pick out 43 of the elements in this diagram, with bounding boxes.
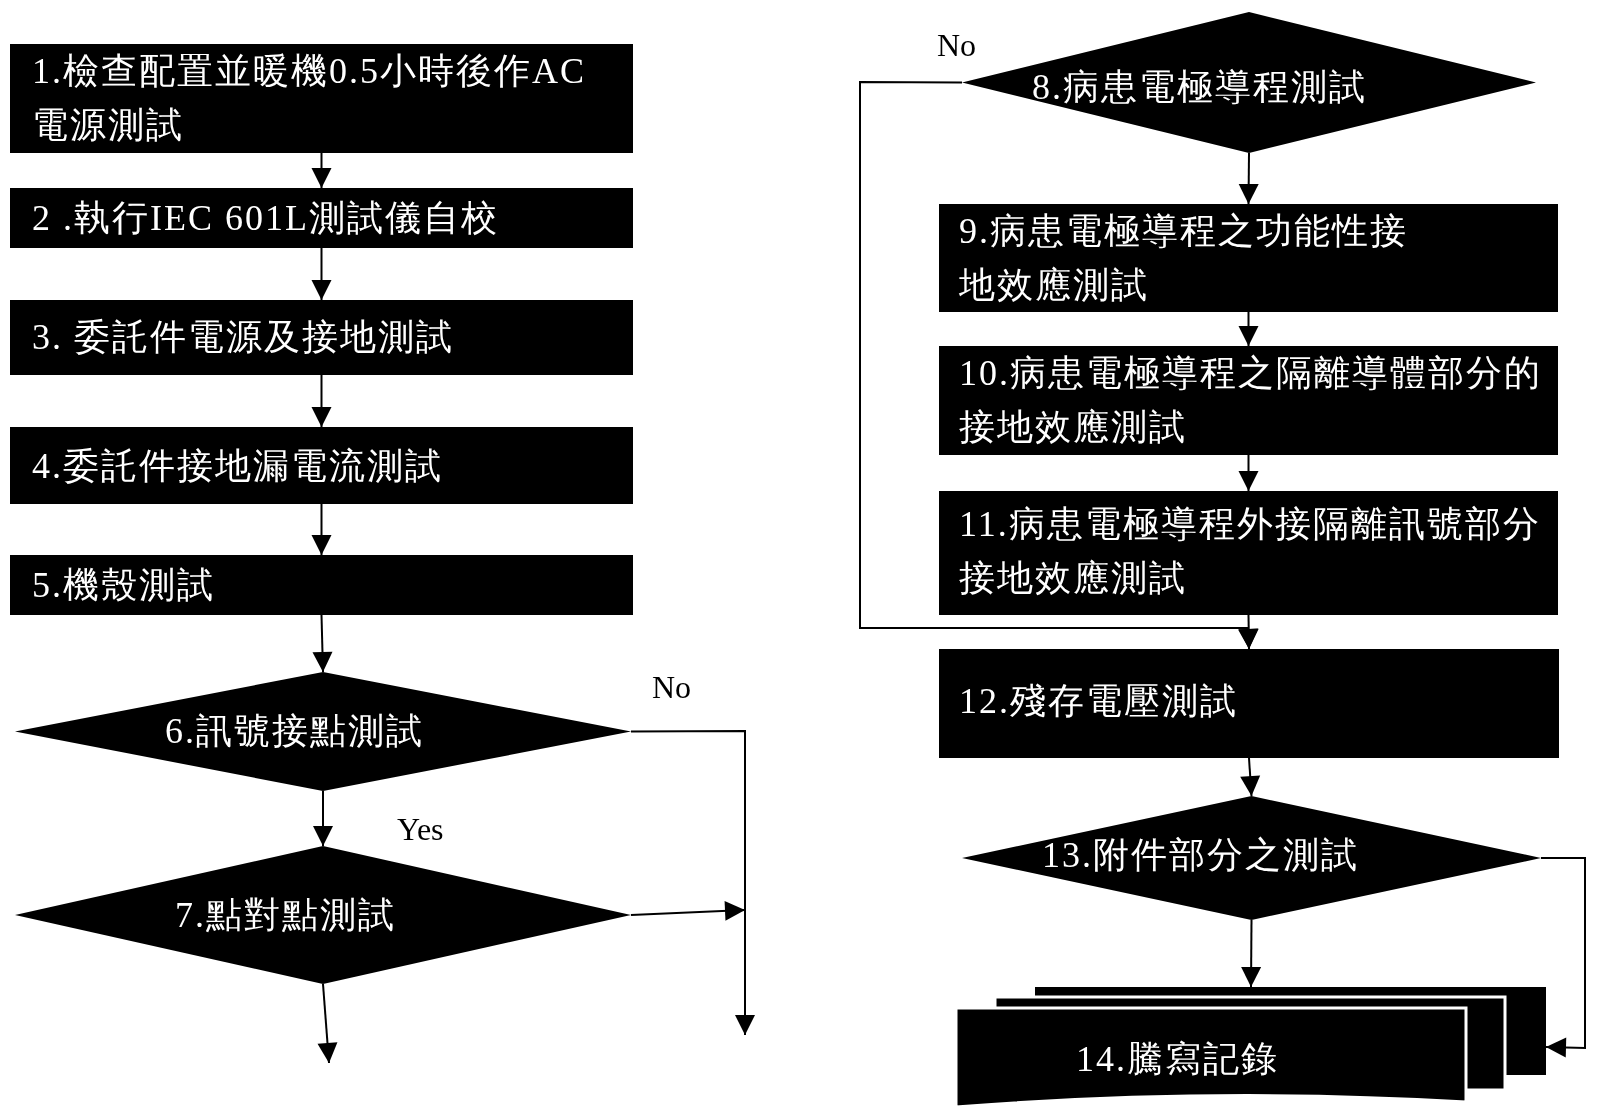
step-text: 5.機殼測試: [32, 564, 216, 607]
arrow: [630, 730, 755, 1036]
step-text: 7.點對點測試: [175, 894, 397, 937]
process-box: [939, 204, 1558, 312]
step-text: 2 .執行IEC 601L測試儀自校: [32, 197, 500, 240]
step-text: 13.附件部分之測試: [1042, 834, 1360, 877]
arrow: [1238, 454, 1259, 492]
process-box: [939, 649, 1559, 758]
arrow: [317, 983, 338, 1064]
step-text: 1.檢查配置並暖機0.5小時後作AC電源測試: [32, 50, 587, 147]
arrow: [311, 247, 332, 301]
arrow: [630, 900, 746, 921]
decision-diamond: [962, 796, 1541, 920]
step-text: 14.騰寫記錄: [1076, 1038, 1280, 1081]
arrow: [312, 614, 333, 673]
step-text: 10.病患電極導程之隔離導體部分的接地效應測試: [959, 352, 1543, 449]
arrow: [1241, 919, 1262, 988]
step-text: 9.病患電極導程之功能性接地效應測試: [959, 210, 1409, 307]
step-text: 4.委託件接地漏電流測試: [32, 445, 444, 488]
process-box: [10, 44, 633, 153]
process-box: [10, 188, 633, 248]
arrow: [313, 790, 333, 847]
arrow: [1238, 152, 1259, 205]
arrow: [859, 81, 1259, 650]
process-box: [10, 300, 633, 375]
arrow: [1238, 311, 1259, 347]
decision-diamond: [15, 846, 631, 984]
process-box: [10, 427, 633, 504]
arrow: [311, 374, 332, 428]
process-box: [939, 346, 1558, 455]
step-text: 6.訊號接點測試: [165, 710, 425, 753]
step-text: 3. 委託件電源及接地測試: [32, 316, 455, 359]
document-stack: [956, 987, 1546, 1107]
arrow: [1540, 857, 1586, 1058]
process-box: [939, 491, 1558, 615]
arrow: [311, 503, 332, 556]
arrow: [311, 152, 332, 189]
step-text: 11.病患電極導程外接隔離訊號部分接地效應測試: [959, 503, 1542, 600]
step-text: 8.病患電極導程測試: [1032, 66, 1368, 109]
decision-diamond: [15, 672, 631, 791]
process-box: [10, 555, 633, 615]
step-text: 12.殘存電壓測試: [959, 680, 1239, 723]
arrow: [1240, 757, 1261, 797]
